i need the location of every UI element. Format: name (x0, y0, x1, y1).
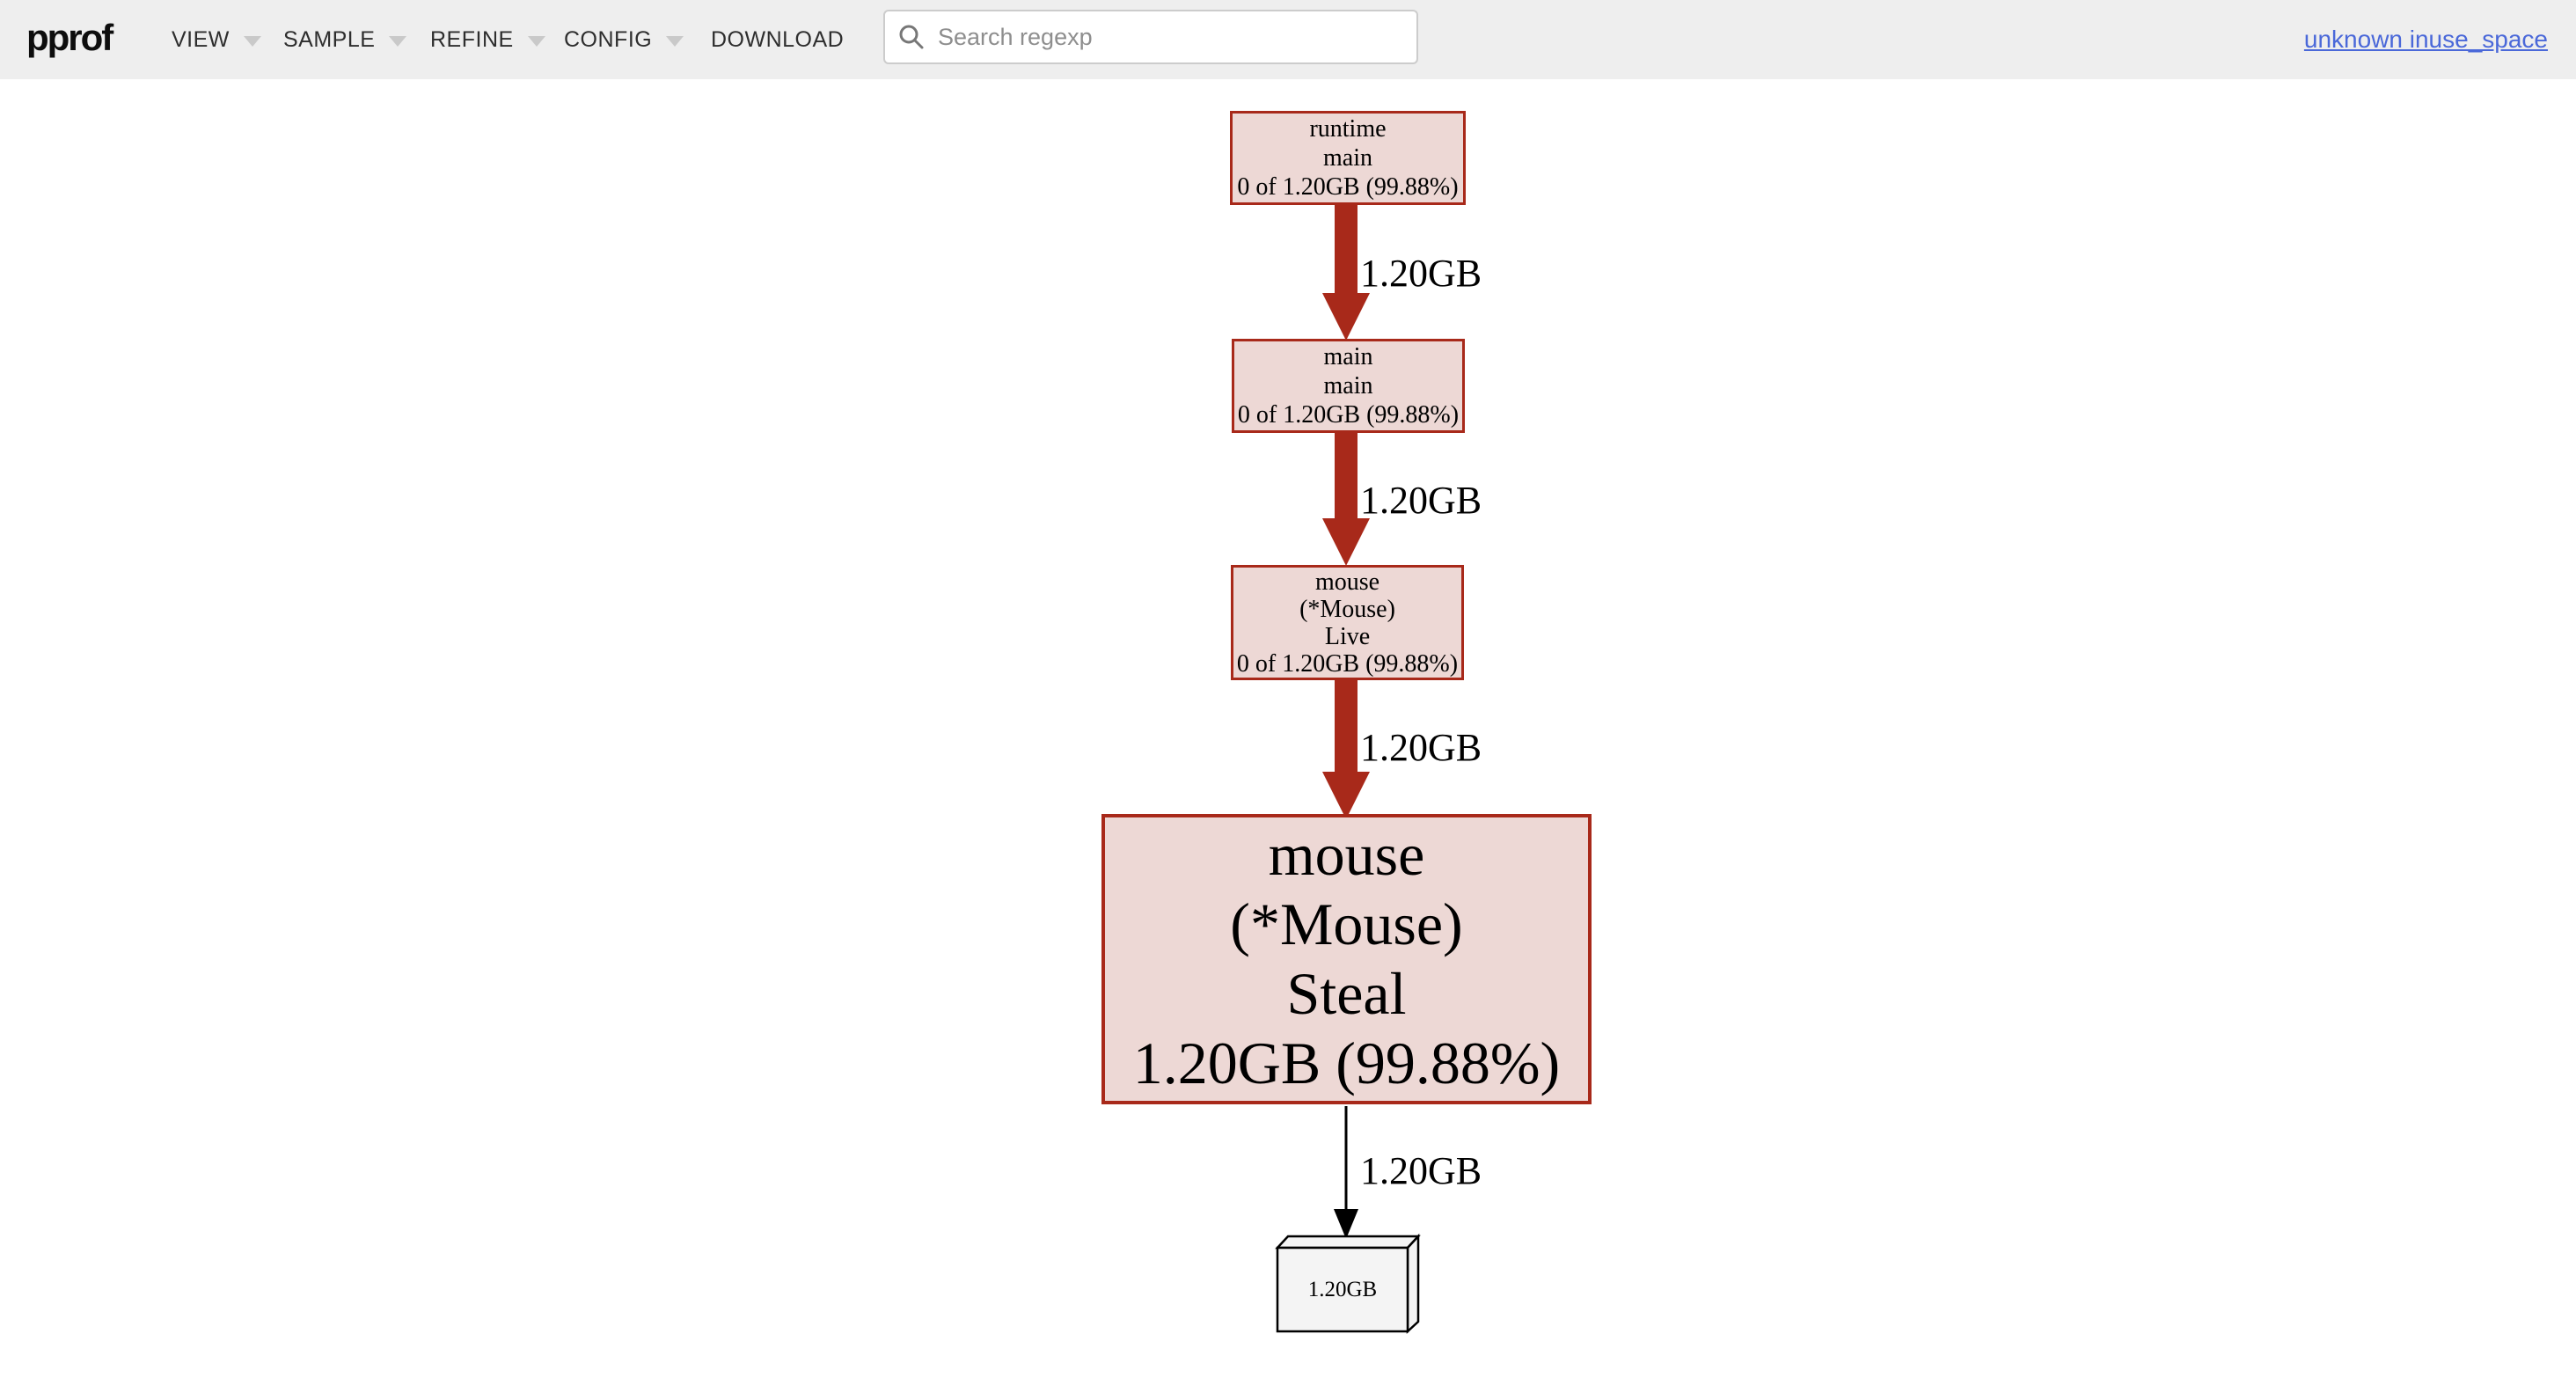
node-line: 0 of 1.20GB (99.88%) (1237, 173, 1459, 201)
menu-refine-label: REFINE (430, 26, 514, 52)
menu-sample-label: SAMPLE (283, 26, 376, 52)
app-header: pprof VIEW SAMPLE REFINE CONFIG DOWNLOAD… (0, 0, 2576, 79)
search-icon (899, 25, 924, 49)
graph-node-mouse-live[interactable]: mouse (*Mouse) Live 0 of 1.20GB (99.88%) (1231, 565, 1464, 680)
node-line: 1.20GB (99.88%) (1132, 1030, 1561, 1096)
menu-view[interactable]: VIEW (172, 0, 261, 79)
menu-download-label: DOWNLOAD (711, 26, 845, 52)
graph-node-sink-label[interactable]: 1.20GB (1307, 1277, 1378, 1301)
edge-weight-label: 1.20GB (1360, 252, 1482, 295)
edge-mouse-live-to-mouse-steal (1322, 678, 1370, 819)
node-line: main (1323, 343, 1373, 370)
node-line: Steal (1286, 960, 1407, 1027)
node-line: main (1323, 144, 1372, 172)
graph-node-mouse-steal[interactable]: mouse (*Mouse) Steal 1.20GB (99.88%) (1101, 814, 1592, 1104)
edge-weight-label: 1.20GB (1360, 726, 1482, 769)
graph-node-sink[interactable] (1275, 1233, 1421, 1334)
node-line: runtime (1309, 115, 1387, 143)
node-line: 0 of 1.20GB (99.88%) (1237, 401, 1460, 429)
pprof-logo: pprof (26, 17, 113, 59)
node-line: 0 of 1.20GB (99.88%) (1236, 649, 1459, 678)
chevron-down-icon (389, 35, 407, 47)
search-box (883, 10, 1418, 64)
menu-download[interactable]: DOWNLOAD (711, 0, 844, 79)
edge-mouse-steal-to-sink (1334, 1106, 1358, 1239)
menu-config[interactable]: CONFIG (564, 0, 684, 79)
graph-node-runtime-main[interactable]: runtime main 0 of 1.20GB (99.88%) (1230, 111, 1466, 205)
graph-node-main-main[interactable]: main main 0 of 1.20GB (99.88%) (1232, 339, 1465, 433)
node-line: (*Mouse) (1230, 891, 1463, 957)
node-line: (*Mouse) (1299, 595, 1395, 623)
menu-view-label: VIEW (172, 26, 230, 52)
chevron-down-icon (527, 35, 545, 47)
menu-sample[interactable]: SAMPLE (283, 0, 407, 79)
edge-main-main-to-mouse-live (1322, 431, 1370, 566)
menu-config-label: CONFIG (564, 26, 653, 52)
node-line: mouse (1314, 568, 1380, 596)
profile-source-link[interactable]: unknown inuse_space (2303, 26, 2548, 53)
node-line: Live (1324, 622, 1371, 650)
edge-runtime-main-to-main-main (1322, 203, 1370, 341)
menu-refine[interactable]: REFINE (430, 0, 545, 79)
node-line: mouse (1268, 821, 1425, 888)
node-line: main (1323, 372, 1373, 399)
chevron-down-icon (666, 35, 684, 47)
edge-weight-label: 1.20GB (1360, 479, 1482, 522)
chevron-down-icon (243, 35, 261, 47)
edge-weight-label: 1.20GB (1360, 1149, 1482, 1192)
search-input[interactable] (936, 22, 1404, 52)
